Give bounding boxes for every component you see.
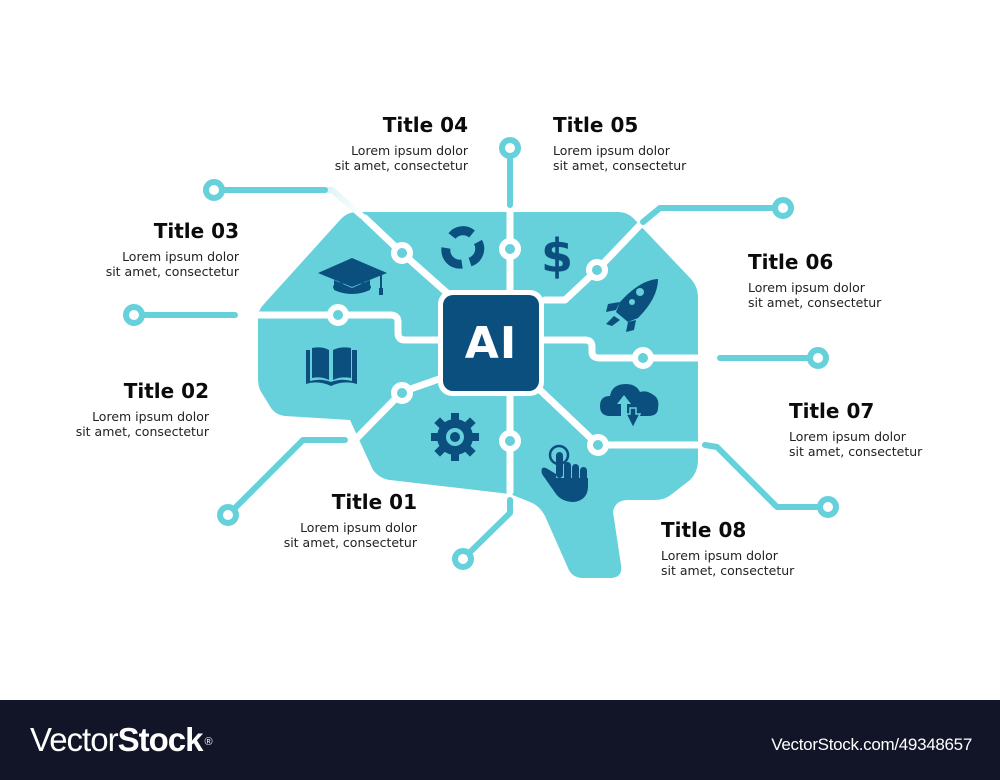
- cycle-icon: [441, 226, 485, 269]
- touch-hand-icon: [541, 444, 588, 502]
- dollar-icon: $: [541, 229, 573, 283]
- item-desc-line2: sit amet, consectetur: [283, 535, 417, 550]
- item-title: Title 01: [331, 490, 417, 514]
- rocket-icon: [606, 279, 658, 332]
- item-desc-line2: sit amet, consectetur: [334, 158, 468, 173]
- item-title: Title 08: [661, 518, 747, 542]
- item-desc-line1: Lorem ipsum dolor: [661, 548, 778, 563]
- graduation-cap-icon: [318, 258, 387, 295]
- item-desc-line2: sit amet, consectetur: [553, 158, 687, 173]
- item-desc-line2: sit amet, consectetur: [105, 264, 239, 279]
- item-desc-line1: Lorem ipsum dolor: [300, 520, 417, 535]
- item-desc-line2: sit amet, consectetur: [748, 295, 882, 310]
- ai-brain-infographic: $: [40, 113, 979, 578]
- item-desc-line2: sit amet, consectetur: [661, 563, 795, 578]
- cloud-transfer-icon: [600, 384, 659, 430]
- image-url: VectorStock.com/49348657: [771, 735, 972, 754]
- item-title: Title 05: [553, 113, 639, 137]
- item-title: Title 04: [382, 113, 468, 137]
- item-desc-line1: Lorem ipsum dolor: [92, 409, 209, 424]
- item-desc-line2: sit amet, consectetur: [75, 424, 209, 439]
- brand-light-text: Vector: [30, 721, 119, 758]
- ai-chip-label: AI: [464, 317, 518, 369]
- item-desc-line1: Lorem ipsum dolor: [122, 249, 239, 264]
- book-icon: [306, 347, 357, 386]
- brand-logo: VectorStock®: [30, 721, 213, 758]
- item-desc-line1: Lorem ipsum dolor: [553, 143, 670, 158]
- item-desc-line1: Lorem ipsum dolor: [351, 143, 468, 158]
- item-title: Title 06: [748, 250, 834, 274]
- brand-bold-text: Stock: [117, 721, 204, 758]
- item-desc-line1: Lorem ipsum dolor: [748, 280, 865, 295]
- item-title: Title 02: [123, 379, 209, 403]
- item-desc-line1: Lorem ipsum dolor: [789, 429, 906, 444]
- brain-circuit-graphic: $: [123, 137, 839, 578]
- gear-icon: [431, 413, 479, 461]
- watermark-footer: VectorStock® VectorStock.com/49348657: [0, 700, 1000, 780]
- item-desc-line2: sit amet, consectetur: [789, 444, 923, 459]
- registered-mark: ®: [204, 736, 212, 748]
- item-title: Title 03: [153, 219, 239, 243]
- item-title: Title 07: [789, 399, 875, 423]
